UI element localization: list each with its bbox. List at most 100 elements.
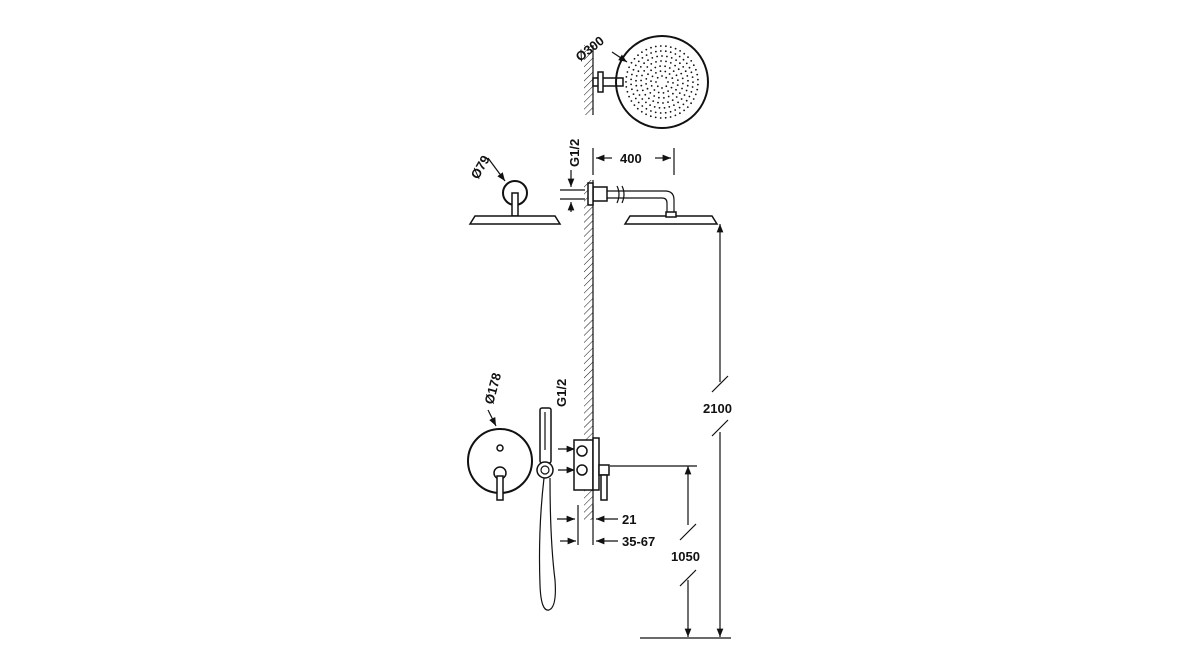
- nozzle-dot: [653, 89, 656, 91]
- flange-diameter-label: Ø79: [468, 153, 493, 182]
- nozzle-dot: [685, 62, 688, 65]
- rain-head-nozzles: [625, 45, 699, 119]
- wall-section-main: [584, 180, 593, 520]
- nozzle-dot: [679, 62, 681, 65]
- nozzle-dot: [648, 97, 650, 100]
- nozzle-dot: [650, 52, 652, 54]
- nozzle-dot: [678, 106, 681, 109]
- nozzle-dot: [684, 70, 687, 73]
- nozzle-dot: [645, 48, 648, 51]
- nozzle-dot: [645, 101, 647, 104]
- nozzle-dot: [667, 90, 669, 92]
- hand-shower-holder: [536, 461, 554, 479]
- nozzle-dot: [656, 55, 658, 58]
- nozzle-dot: [658, 107, 661, 109]
- nozzle-dot: [663, 107, 666, 109]
- nozzle-dot: [650, 85, 653, 87]
- mixer-plate-profile: [592, 437, 600, 491]
- nozzle-dot: [668, 73, 671, 75]
- nozzle-dot: [661, 55, 663, 57]
- nozzle-dot: [679, 50, 681, 52]
- nozzle-dot: [645, 83, 647, 85]
- nozzle-dot: [655, 61, 657, 63]
- nozzle-dot: [632, 68, 635, 71]
- nozzle-dot: [676, 84, 679, 86]
- nozzle-dot: [670, 57, 673, 59]
- nozzle-dot: [665, 60, 667, 63]
- nozzle-dot: [659, 112, 662, 114]
- nozzle-dot: [640, 110, 643, 113]
- nozzle-dot: [669, 51, 672, 54]
- plate-diameter-label: Ø178: [481, 371, 504, 406]
- nozzle-dot: [651, 57, 654, 59]
- nozzle-dot: [647, 59, 649, 61]
- nozzle-dot: [686, 75, 689, 77]
- nozzle-dot: [679, 112, 681, 115]
- nozzle-dot: [645, 107, 648, 110]
- nozzle-dot: [650, 110, 652, 112]
- nozzle-dot: [686, 84, 689, 87]
- nozzle-dot: [677, 79, 679, 81]
- nozzle-dot: [645, 54, 648, 56]
- nozzle-dot: [695, 68, 697, 71]
- nozzle-dot: [674, 47, 677, 50]
- nozzle-dot: [690, 91, 693, 93]
- nozzle-dot: [657, 101, 659, 104]
- nozzle-dot: [649, 92, 652, 94]
- nozzle-dot: [653, 95, 656, 97]
- nozzle-dot: [659, 117, 662, 119]
- nozzle-dot: [692, 64, 695, 67]
- nozzle-dot: [625, 76, 628, 78]
- arm-length-label: 400: [620, 151, 642, 166]
- nozzle-dot: [635, 84, 638, 87]
- nozzle-dot: [646, 87, 649, 90]
- nozzle-dot: [661, 75, 663, 77]
- nozzle-dot: [683, 52, 686, 55]
- nozzle-dot: [677, 101, 679, 104]
- nozzle-dot: [694, 93, 697, 96]
- nozzle-dot: [685, 99, 688, 102]
- nozzle-dot: [657, 91, 660, 94]
- nozzle-dot: [692, 98, 695, 100]
- nozzle-dot: [667, 95, 670, 98]
- nozzle-dot: [667, 101, 669, 103]
- nozzle-dot: [670, 86, 673, 89]
- flange-side-view: Ø79: [468, 153, 562, 225]
- nozzle-dot: [690, 60, 693, 62]
- nozzle-dot: [671, 77, 674, 79]
- rain-head-profile: [623, 215, 719, 225]
- nozzle-dot: [678, 55, 681, 58]
- nozzle-dot: [692, 81, 694, 83]
- diverter-knob: [496, 444, 504, 452]
- nozzle-dot: [681, 77, 684, 80]
- nozzle-dot: [685, 89, 688, 92]
- nozzle-dot: [655, 81, 657, 83]
- nozzle-dot: [678, 92, 681, 94]
- nozzle-dot: [660, 60, 662, 62]
- nozzle-dot: [682, 58, 685, 61]
- nozzle-dot: [643, 62, 645, 65]
- nozzle-dot: [630, 83, 632, 86]
- nozzle-dot: [665, 76, 668, 79]
- nozzle-dot: [637, 60, 640, 63]
- nozzle-dot: [633, 104, 636, 106]
- nozzle-dot: [626, 71, 629, 73]
- nozzle-dot: [641, 51, 643, 53]
- nozzle-dot: [659, 70, 662, 72]
- head-height-label: 2100: [703, 401, 732, 416]
- nozzle-dot: [665, 85, 668, 88]
- nozzle-dot: [659, 65, 661, 67]
- nozzle-dot: [688, 66, 691, 69]
- nozzle-dot: [669, 46, 672, 48]
- rain-head-front-view: Ø300: [573, 33, 709, 129]
- mixer-side-view: 21 35-67: [557, 437, 655, 549]
- nozzle-dot: [645, 113, 647, 116]
- hand-shower-hose: [538, 477, 556, 611]
- nozzle-dot: [688, 95, 691, 98]
- nozzle-dot: [669, 62, 672, 64]
- depth-a-label: 21: [622, 512, 636, 527]
- nozzle-dot: [697, 78, 699, 81]
- wall-section-top: [584, 45, 593, 115]
